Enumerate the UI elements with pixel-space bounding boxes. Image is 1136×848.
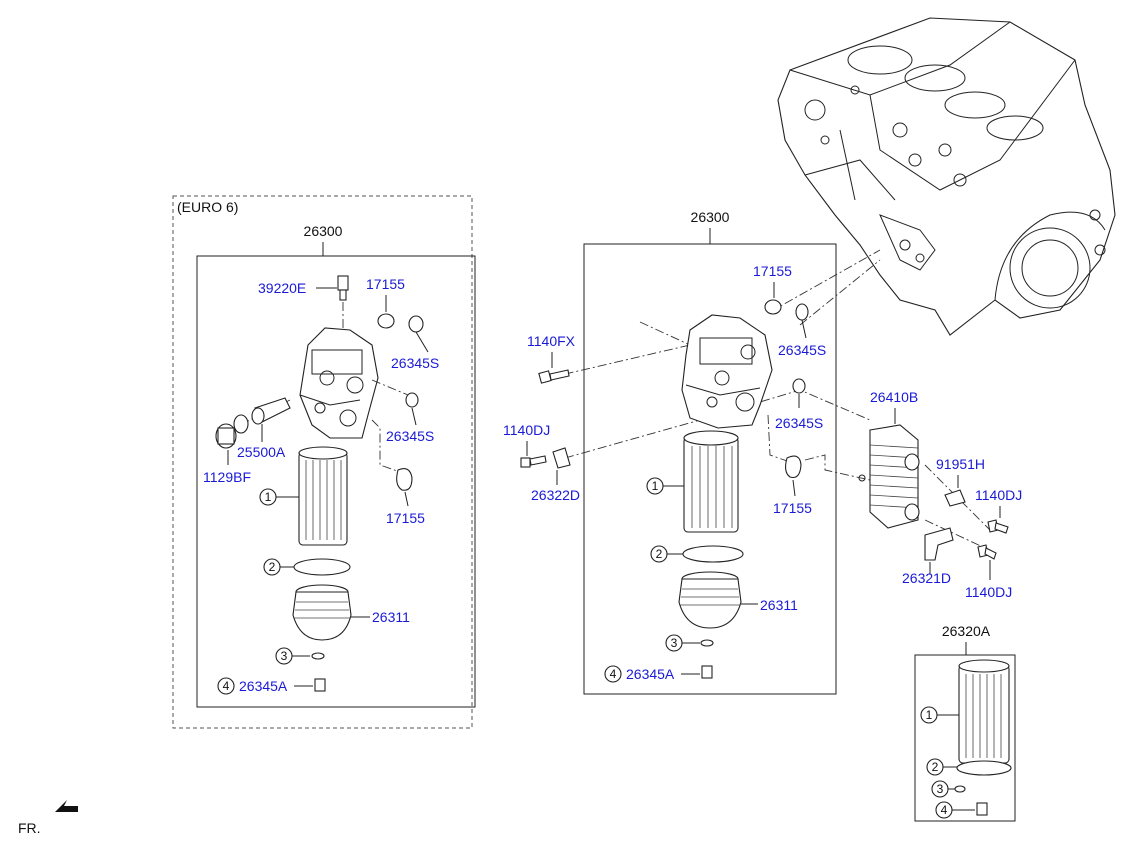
svg-text:3: 3 [671, 636, 678, 650]
part-1140DJ-right[interactable]: 1140DJ [975, 487, 1022, 503]
svg-text:4: 4 [223, 679, 230, 693]
euro6-part-26345S-top[interactable]: 26345S [391, 355, 439, 371]
main-part-1140DJ[interactable]: 1140DJ [503, 422, 550, 438]
front-indicator: FR. [18, 800, 78, 836]
main-drain-plug [701, 665, 713, 679]
bolt-1140DJ-left [520, 455, 547, 468]
part-1140FX[interactable]: 1140FX [527, 333, 576, 349]
part-25500A[interactable]: 25500A [237, 444, 286, 460]
front-label: FR. [18, 820, 41, 836]
part-91951H[interactable]: 91951H [936, 456, 985, 472]
kit-box [914, 654, 1016, 822]
main-part-17155-gasket[interactable]: 17155 [773, 500, 812, 516]
kit-callout-2 [926, 758, 944, 776]
main-part-17155-top[interactable]: 17155 [753, 263, 792, 279]
part-26410B[interactable]: 26410B [870, 389, 918, 405]
svg-text:2: 2 [656, 547, 663, 561]
svg-text:1: 1 [265, 490, 272, 504]
main-part-26322D[interactable]: 26322D [531, 487, 580, 503]
euro6-part-26345S-mid[interactable]: 26345S [386, 428, 434, 444]
euro6-part-26345A[interactable]: 26345A [239, 678, 288, 694]
kit-callout-4 [935, 801, 953, 819]
svg-text:3: 3 [281, 649, 288, 663]
euro6-filter-element [298, 446, 348, 546]
euro6-outline [172, 195, 473, 729]
euro6-callout-4 [217, 677, 235, 695]
kit-drain-plug [976, 802, 988, 816]
kit-oring [956, 760, 1012, 776]
engine-block [777, 17, 1116, 336]
clip-91951H [944, 489, 966, 507]
main-assembly-box [583, 243, 837, 695]
euro6-callout-2 [263, 558, 281, 576]
bracket-26321D [924, 527, 954, 561]
main-callout-4 [604, 665, 622, 683]
euro6-part-17155-top[interactable]: 17155 [366, 276, 405, 292]
kit-filter-element [958, 659, 1010, 764]
euro6-callout-1 [259, 488, 277, 506]
svg-text:4: 4 [610, 667, 617, 681]
main-filter-element [683, 430, 739, 533]
euro6-relief-valve [251, 397, 291, 425]
euro6-drain-plug [314, 678, 326, 692]
bracket-26322D [552, 447, 571, 469]
euro6-filter-oring [293, 558, 351, 576]
main-filter-housing [681, 314, 773, 429]
bolt-1140DJ-bottom [977, 544, 997, 560]
main-part-26345A[interactable]: 26345A [626, 666, 675, 682]
main-filter-cap [678, 571, 742, 629]
oil-pressure-sensor [337, 275, 349, 301]
main-assembly-number: 26300 [691, 209, 730, 225]
bolt-1140DJ-right [987, 519, 1009, 534]
svg-text:1: 1 [652, 479, 659, 493]
euro6-part-26311[interactable]: 26311 [372, 609, 410, 625]
main-part-26311[interactable]: 26311 [760, 597, 798, 613]
euro6-callout-3 [275, 647, 293, 665]
svg-text:3: 3 [937, 782, 944, 796]
part-1140DJ-bottom[interactable]: 1140DJ [965, 584, 1012, 600]
kit-callout-1 [920, 706, 938, 724]
cooler-group: 26410B 91951H 1140DJ [858, 389, 1022, 600]
part-1129BF[interactable]: 1129BF [203, 469, 251, 485]
main-filter-oring [682, 545, 744, 563]
main-callout-3 [665, 634, 683, 652]
main-part-26345S-top[interactable]: 26345S [778, 342, 826, 358]
bolt-1140FX [538, 369, 570, 384]
part-26321D[interactable]: 26321D [902, 570, 951, 586]
main-group: 26300 17155 26345S 1140FX [503, 209, 881, 695]
svg-text:4: 4 [941, 803, 948, 817]
euro6-filter-cap [292, 584, 352, 641]
svg-text:2: 2 [932, 760, 939, 774]
euro6-part-17155-gasket[interactable]: 17155 [386, 510, 425, 526]
euro6-filter-housing [299, 327, 379, 439]
part-39220E[interactable]: 39220E [258, 280, 306, 296]
main-part-26345S-mid[interactable]: 26345S [775, 415, 823, 431]
svg-text:1: 1 [926, 708, 933, 722]
euro6-group: (EURO 6) 26300 39220E 17155 26345S [172, 195, 476, 729]
euro6-assembly-number: 26300 [304, 223, 343, 239]
oil-cooler [858, 424, 920, 529]
euro6-plug-1129BF [215, 423, 237, 449]
svg-text:2: 2 [269, 560, 276, 574]
front-arrow-icon [55, 800, 78, 812]
euro6-title: (EURO 6) [177, 199, 238, 215]
main-callout-2 [650, 545, 668, 563]
kit-group: 26320A 1 2 3 4 [914, 623, 1016, 822]
euro6-assembly-box [196, 255, 476, 708]
kit-title: 26320A [942, 623, 991, 639]
main-callout-1 [646, 477, 664, 495]
kit-callout-3 [931, 780, 949, 798]
